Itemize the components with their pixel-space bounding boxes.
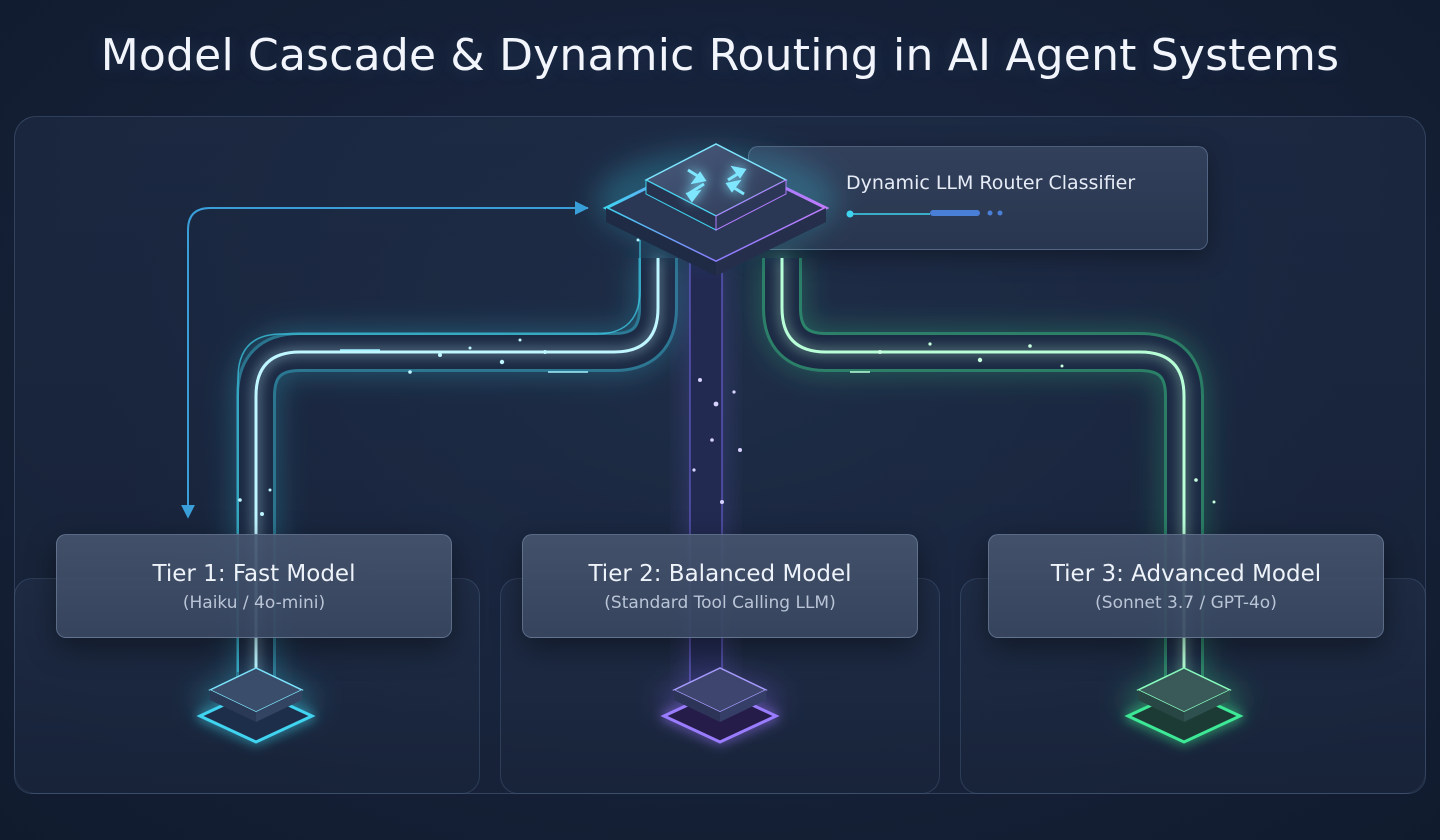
- feedback-loop-arrow: [181, 201, 589, 519]
- routing-arrows-icon: [685, 165, 747, 203]
- tier-3-card: Tier 3: Advanced Model (Sonnet 3.7 / GPT…: [988, 534, 1384, 638]
- tier-2-base: [660, 667, 780, 744]
- tier-2-subtitle: (Standard Tool Calling LLM): [604, 593, 836, 613]
- tier-1-card: Tier 1: Fast Model (Haiku / 4o-mini): [56, 534, 452, 638]
- tier-1-subtitle: (Haiku / 4o-mini): [182, 593, 326, 613]
- tier-2-card: Tier 2: Balanced Model (Standard Tool Ca…: [522, 534, 918, 638]
- router-node: [596, 143, 836, 276]
- tier-3-title: Tier 3: Advanced Model: [1050, 561, 1322, 587]
- router-progress-indicator: [846, 210, 1003, 218]
- tier-1-title: Tier 1: Fast Model: [152, 561, 356, 587]
- diagram-title: Model Cascade & Dynamic Routing in AI Ag…: [100, 30, 1340, 81]
- tier-1-route: [233, 240, 681, 690]
- tier-2-title: Tier 2: Balanced Model: [588, 561, 852, 587]
- tier-3-route: [759, 258, 1207, 690]
- data-particles: [238, 238, 640, 516]
- router-label: Dynamic LLM Router Classifier: [846, 172, 1136, 194]
- tier-1-base: [196, 667, 316, 744]
- tier-3-subtitle: (Sonnet 3.7 / GPT-4o): [1095, 593, 1277, 613]
- tier-3-base: [1124, 667, 1244, 744]
